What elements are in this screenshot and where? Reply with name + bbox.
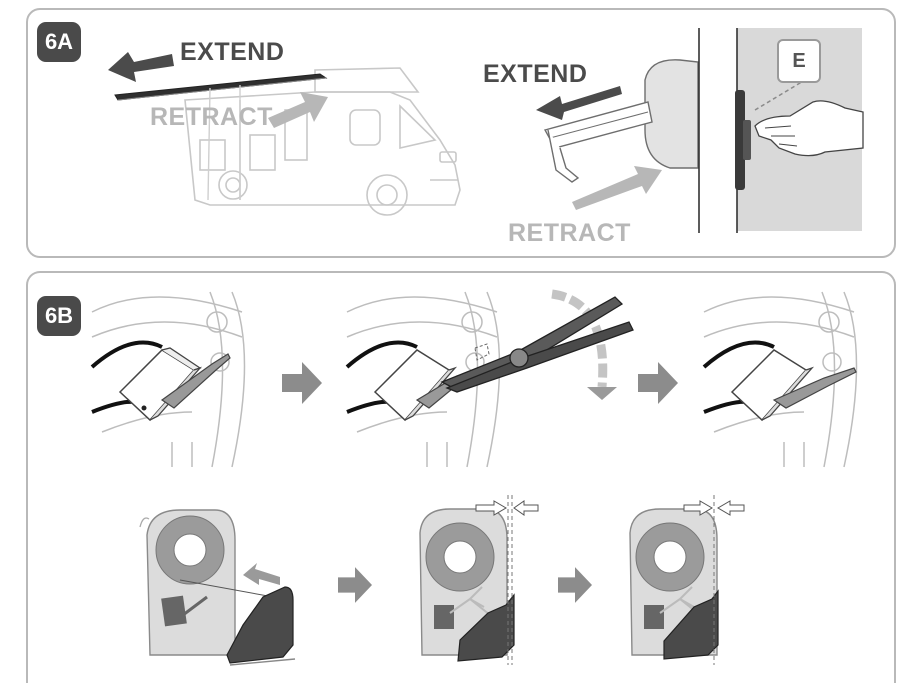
step-arrow-icon: [638, 362, 678, 404]
awning-arm-illustration: [536, 59, 699, 210]
motor-step-2-pliers: [345, 289, 634, 468]
motor-step-1: [90, 291, 246, 468]
step-arrow-icon: [338, 567, 372, 603]
switch-key-e: E: [777, 39, 821, 83]
motor-step-3: [702, 291, 858, 468]
extend-label: EXTEND: [483, 60, 588, 88]
endcap-step-2: [419, 495, 539, 665]
panel-6a-tag: 6A: [37, 22, 81, 62]
panel-6b-tag: 6B: [37, 296, 81, 336]
step-arrow-icon: [282, 362, 322, 404]
extend-arrow-icon: [108, 52, 174, 82]
step-arrow-icon: [558, 567, 592, 603]
retract-label: RETRACT: [508, 219, 631, 247]
insert-arrow-icon: [243, 563, 280, 585]
motorhome-illustration: [108, 52, 461, 216]
retract-label: RETRACT: [150, 103, 273, 131]
retract-arrow-icon: [572, 166, 662, 210]
retract-arrow-icon: [268, 92, 328, 128]
endcap-step-3: [629, 495, 745, 665]
extend-label: EXTEND: [180, 38, 285, 66]
wall-switch-illustration: [698, 28, 864, 233]
endcap-step-1: [139, 509, 296, 666]
extend-arrow-icon: [536, 86, 622, 120]
